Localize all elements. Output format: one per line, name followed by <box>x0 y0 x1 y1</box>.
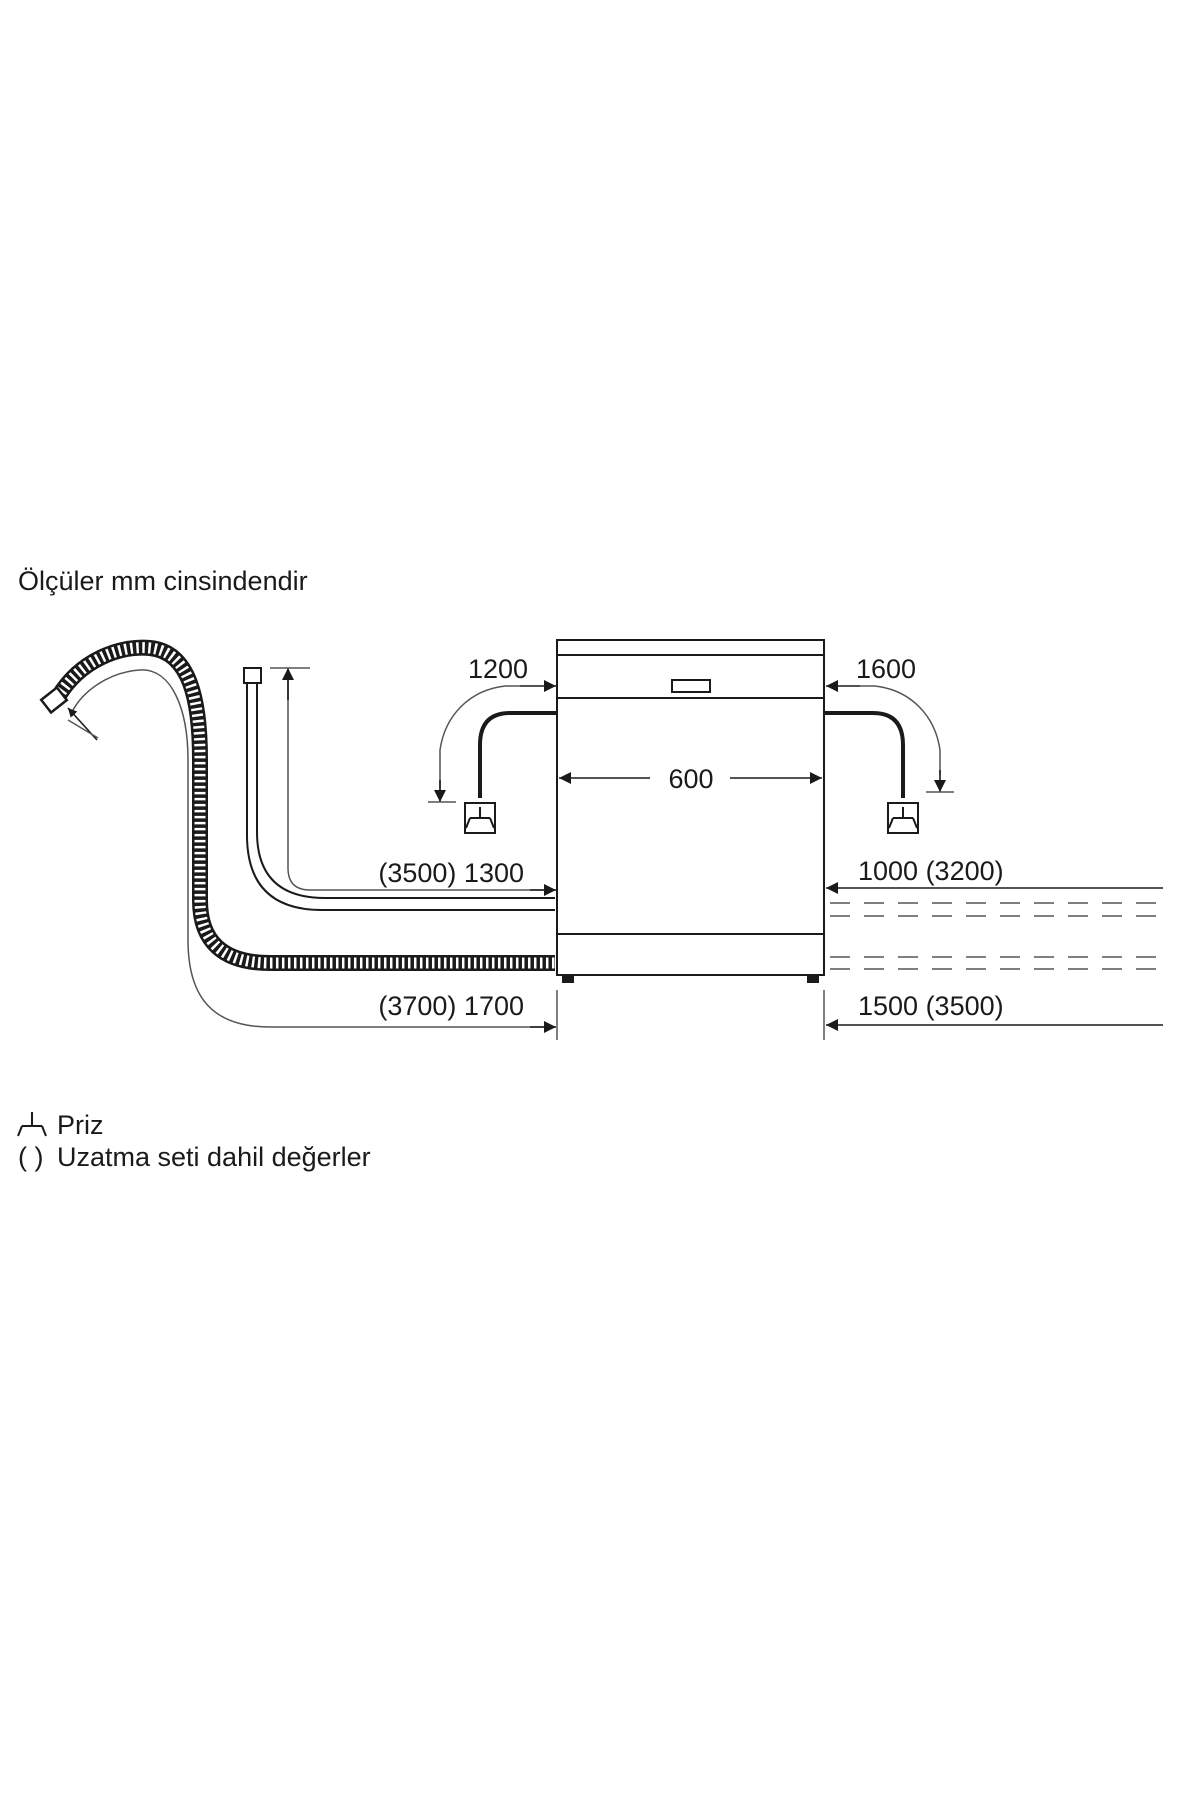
right-cable-length: 1600 <box>856 654 916 684</box>
water-inlet-hose <box>243 667 555 911</box>
left-power-cable <box>478 711 557 798</box>
legend-outlet-label: Priz <box>57 1110 104 1140</box>
power-outlet-icon <box>17 1112 47 1137</box>
control-display <box>671 679 711 693</box>
inlet-connector <box>243 667 262 684</box>
page-title: Ölçüler mm cinsindendir <box>18 566 308 596</box>
power-outlet-icon <box>887 802 919 834</box>
left-cable-length: 1200 <box>468 654 528 684</box>
drain-hose-end <box>39 685 69 715</box>
dishwasher-body <box>556 639 825 983</box>
power-outlet-icon <box>464 802 496 834</box>
legend: Priz ( ) Uzatma seti dahil değerler <box>17 1110 371 1172</box>
right-drain-length: 1500 (3500) <box>858 991 1004 1021</box>
right-cable-reach <box>860 685 941 775</box>
legend-extension-label: Uzatma seti dahil değerler <box>57 1142 371 1172</box>
legend-extension-symbol: ( ) <box>18 1142 43 1172</box>
left-foot <box>562 975 574 983</box>
right-inlet-length: 1000 (3200) <box>858 856 1004 886</box>
left-cable-reach <box>439 685 520 790</box>
drain-hose <box>39 639 555 971</box>
inlet-reach-curve <box>287 678 555 891</box>
right-foot <box>807 975 819 983</box>
right-power-cable <box>824 711 905 798</box>
left-inlet-length: (3500) 1300 <box>378 858 524 888</box>
drain-reach-curve <box>71 669 555 1028</box>
appliance-width: 600 <box>668 764 713 794</box>
left-drain-length: (3700) 1700 <box>378 991 524 1021</box>
